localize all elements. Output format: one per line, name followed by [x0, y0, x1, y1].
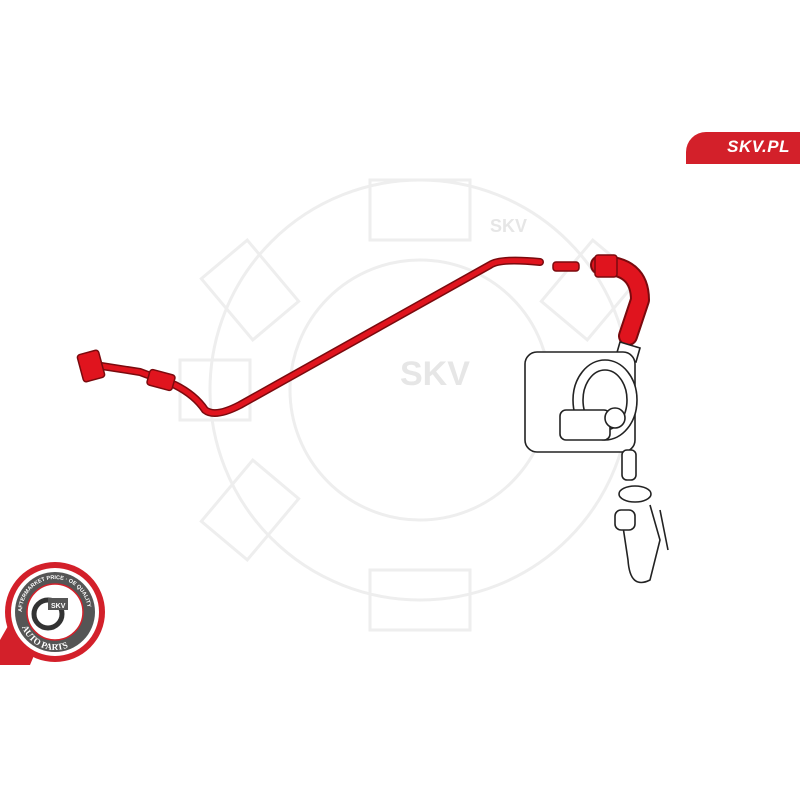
watermark-text-large: SKV [400, 355, 470, 393]
brand-tab [686, 132, 800, 164]
watermark-text-small: SKV [490, 216, 527, 236]
brand-label[interactable]: SKV.PL [727, 137, 790, 156]
throttle-body [524, 341, 669, 584]
hose-assembly [76, 254, 650, 418]
watermark-gear: SKV SKV [178, 178, 641, 632]
